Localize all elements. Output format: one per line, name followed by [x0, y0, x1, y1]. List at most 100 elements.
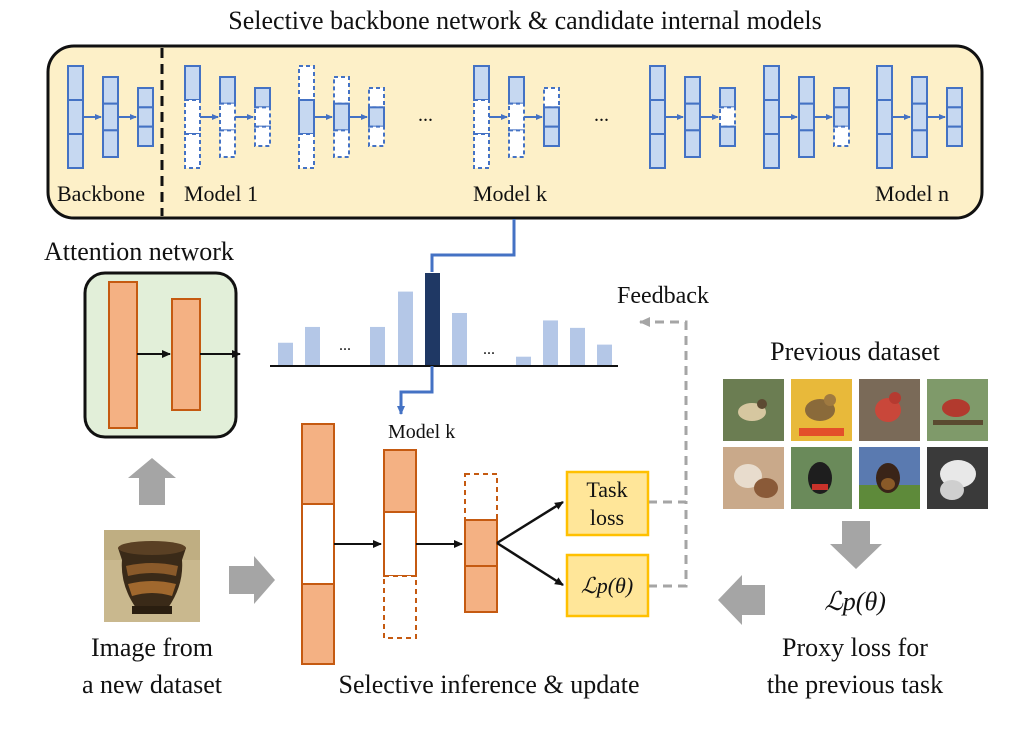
thumbnail-bird-3 [859, 379, 920, 441]
model-0-layer-1-cell-1 [102, 102, 119, 132]
model-5-layer-2-cell-2 [833, 125, 850, 147]
attention-bar [398, 291, 413, 366]
proxy-loss-symbol: ℒp(θ) [824, 587, 886, 616]
previous-dataset-thumbnails [723, 379, 988, 509]
inference-layer-1 [301, 423, 335, 665]
model-1-label: Model 1 [184, 181, 258, 206]
model-4-layer-1-cell-0 [684, 76, 701, 105]
model-1-layer-2-cell-0 [254, 87, 271, 109]
input-to-inference-arrow [229, 556, 275, 604]
model-2-layer-2-cell-0 [368, 87, 385, 109]
model-6-layer-1-cell-2 [911, 129, 928, 158]
model-k-label: Model k [473, 181, 547, 206]
model-3-layer-0-cell-2 [473, 133, 490, 169]
proxy-loss-caption-line-2: the previous task [767, 670, 943, 699]
model-4-layer-1-cell-1 [684, 102, 701, 132]
model-2-layer-0-cell-0 [298, 65, 315, 101]
model-2-layer-0-cell-2 [298, 133, 315, 169]
feedback-arrow [639, 317, 688, 504]
model-1-layer-1-cell-0 [219, 76, 236, 105]
model-group-3 [473, 65, 560, 169]
attention-bars [278, 273, 612, 366]
thumbnail-dog-2 [791, 447, 852, 509]
model-3-layer-1-cell-2 [508, 129, 525, 158]
models-ellipsis-1: ... [418, 104, 433, 126]
thumbnail-bird-1 [723, 379, 784, 441]
model-4-layer-0-cell-2 [649, 133, 666, 169]
model-2-layer-0-cell-1 [298, 99, 315, 135]
figure-title: Selective backbone network & candidate i… [228, 6, 821, 35]
thumbnail-dog-1 [723, 447, 784, 509]
model-4-layer-2-cell-0 [719, 87, 736, 109]
attention-to-model-k-arrow [397, 366, 434, 415]
model-5-layer-1-cell-1 [798, 102, 815, 132]
thumbnail-dog-4 [927, 447, 988, 509]
inference-layer-2 [383, 449, 417, 639]
inference-layer-3 [464, 473, 498, 613]
model-3-layer-1-cell-0 [508, 76, 525, 105]
attention-bar [516, 356, 531, 366]
model-k-to-attention-link [430, 219, 516, 272]
model-2-layer-2-cell-2 [368, 125, 385, 147]
model-group-2 [298, 65, 385, 169]
model-4-layer-2-cell-2 [719, 125, 736, 147]
model-6-layer-0-cell-0 [876, 65, 893, 101]
model-1-layer-0-cell-2 [184, 133, 201, 169]
inference-caption: Selective inference & update [338, 670, 639, 699]
input-image [104, 530, 200, 622]
model-6-layer-2-cell-2 [946, 125, 963, 147]
input-caption-line-2: a new dataset [82, 670, 223, 699]
to-task-loss-arrow [496, 500, 564, 545]
model-group-0 [67, 65, 154, 169]
model-3-layer-0-cell-1 [473, 99, 490, 135]
model-5-layer-1-cell-2 [798, 129, 815, 158]
thumbnail-bird-2 [791, 379, 852, 441]
model-0-layer-2-cell-2 [137, 125, 154, 147]
bars-ellipsis-2: ... [483, 341, 495, 358]
attention-bar [543, 320, 558, 366]
model-2-layer-1-cell-1 [333, 102, 350, 132]
attention-bar [570, 327, 585, 366]
model-6-layer-0-cell-2 [876, 133, 893, 169]
task-loss-box [565, 470, 650, 537]
model-4-layer-1-cell-2 [684, 129, 701, 158]
bars-ellipsis-1: ... [339, 337, 351, 354]
dataset-to-proxy-arrow [830, 521, 882, 569]
input-caption-line-1: Image from [91, 633, 213, 662]
model-3-layer-2-cell-0 [543, 87, 560, 109]
proxy-loss-box-symbol: ℒp(θ) [581, 573, 633, 598]
proxy-to-inference-arrow [718, 575, 765, 625]
model-0-layer-1-cell-0 [102, 76, 119, 105]
model-0-layer-0-cell-2 [67, 133, 84, 169]
model-6-layer-0-cell-1 [876, 99, 893, 135]
model-1-layer-1-cell-2 [219, 129, 236, 158]
model-0-layer-2-cell-0 [137, 87, 154, 109]
attention-bar [452, 312, 467, 366]
to-proxy-loss-arrow [496, 541, 564, 587]
attention-bar [597, 344, 612, 366]
proxy-feedback-line [648, 502, 688, 588]
attention-bar [305, 326, 320, 366]
thumbnail-bird-4 [927, 379, 988, 441]
attention-layer-1 [108, 281, 138, 429]
model-5-layer-2-cell-0 [833, 87, 850, 109]
model-4-layer-2-cell-1 [719, 106, 736, 128]
model-5-layer-2-cell-1 [833, 106, 850, 128]
model-3-layer-0-cell-0 [473, 65, 490, 101]
thumbnail-dog-3 [859, 447, 920, 509]
task-loss-line-2: loss [590, 505, 624, 530]
attention-network-title: Attention network [44, 237, 234, 266]
model-1-layer-2-cell-1 [254, 106, 271, 128]
model-1-layer-1-cell-1 [219, 102, 236, 132]
previous-dataset-title: Previous dataset [770, 337, 940, 366]
model-n-label: Model n [875, 181, 949, 206]
model-3-layer-2-cell-2 [543, 125, 560, 147]
model-groups [67, 65, 963, 169]
model-5-layer-1-cell-0 [798, 76, 815, 105]
proxy-loss-box [565, 553, 650, 618]
models-ellipsis-2: ... [594, 104, 609, 126]
model-3-layer-2-cell-1 [543, 106, 560, 128]
model-1-layer-0-cell-1 [184, 99, 201, 135]
attention-layer-2 [171, 298, 201, 411]
